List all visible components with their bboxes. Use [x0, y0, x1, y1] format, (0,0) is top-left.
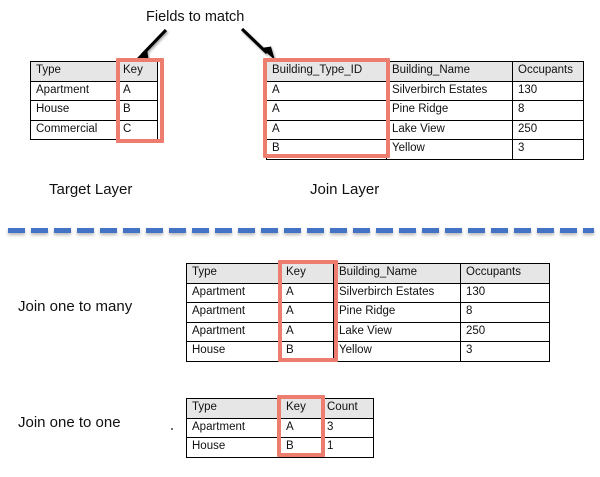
cell-key: A — [280, 321, 334, 342]
cell-building-name: Pine Ridge — [386, 100, 513, 121]
table-header-row: Type Key Count — [186, 398, 374, 419]
table-header-row: Building_Type_ID Building_Name Occupants — [266, 61, 584, 82]
table-row: A Pine Ridge 8 — [266, 100, 584, 121]
cell-building-type-id: B — [266, 139, 387, 160]
cell-occupants: 130 — [460, 282, 550, 303]
join-one-to-one-label: Join one to one — [18, 414, 121, 431]
column-header-occupants: Occupants — [460, 263, 550, 284]
table-row: A Silverbirch Estates 130 — [266, 80, 584, 101]
cell-key: A — [280, 302, 334, 323]
column-header-count: Count — [321, 398, 374, 419]
cell-building-type-id: A — [266, 80, 387, 101]
column-header-type: Type — [186, 398, 281, 419]
cell-occupants: 3 — [512, 139, 584, 160]
column-header-type: Type — [186, 263, 281, 284]
arrow-down-left-icon — [134, 28, 168, 61]
column-header-key: Key — [280, 398, 322, 419]
cell-type: House — [186, 437, 281, 458]
cell-occupants: 250 — [460, 321, 550, 342]
table-row: Commercial C — [30, 119, 158, 140]
cell-building-name: Lake View — [333, 321, 461, 342]
join-one-to-many-table: Type Key Building_Name Occupants Apartme… — [186, 263, 550, 362]
cell-type: Apartment — [186, 417, 281, 438]
cell-type: Apartment — [186, 282, 281, 303]
join-layer-caption: Join Layer — [310, 181, 380, 198]
column-header-building-name: Building_Name — [333, 263, 461, 284]
join-layer-table: Building_Type_ID Building_Name Occupants… — [266, 61, 584, 160]
cell-type: Apartment — [186, 321, 281, 342]
cell-occupants: 130 — [512, 80, 584, 101]
cell-key: A — [280, 417, 322, 438]
arrow-down-right-icon — [240, 27, 275, 60]
cell-building-name: Yellow — [386, 139, 513, 160]
column-header-building-type-id: Building_Type_ID — [266, 61, 387, 82]
cell-key: A — [280, 282, 334, 303]
table-row: Apartment A 3 — [186, 417, 374, 438]
stray-dot-mark — [171, 428, 173, 430]
table-header-row: Type Key — [30, 61, 158, 82]
column-header-occupants: Occupants — [512, 61, 584, 82]
cell-occupants: 8 — [512, 100, 584, 121]
table-row: A Lake View 250 — [266, 119, 584, 140]
cell-key: C — [117, 119, 158, 140]
cell-type: Apartment — [186, 302, 281, 323]
cell-type: House — [186, 341, 281, 362]
cell-type: House — [30, 100, 118, 121]
table-row: Apartment A Lake View 250 — [186, 321, 550, 342]
column-header-key: Key — [117, 61, 158, 82]
table-header-row: Type Key Building_Name Occupants — [186, 263, 550, 284]
cell-building-name: Silverbirch Estates — [333, 282, 461, 303]
table-row: Apartment A Pine Ridge 8 — [186, 302, 550, 323]
table-row: Apartment A — [30, 80, 158, 101]
cell-building-name: Yellow — [333, 341, 461, 362]
cell-building-name: Lake View — [386, 119, 513, 140]
table-row: House B — [30, 100, 158, 121]
cell-key: B — [280, 437, 322, 458]
cell-building-type-id: A — [266, 100, 387, 121]
cell-key: B — [280, 341, 334, 362]
cell-count: 3 — [321, 417, 374, 438]
join-one-to-many-label: Join one to many — [18, 298, 133, 315]
cell-building-type-id: A — [266, 119, 387, 140]
cell-occupants: 3 — [460, 341, 550, 362]
target-layer-table: Type Key Apartment A House B Commercial … — [30, 61, 158, 140]
cell-type: Apartment — [30, 80, 118, 101]
cell-key: A — [117, 80, 158, 101]
table-row: House B Yellow 3 — [186, 341, 550, 362]
cell-building-name: Silverbirch Estates — [386, 80, 513, 101]
dashed-divider-icon — [8, 228, 594, 233]
cell-type: Commercial — [30, 119, 118, 140]
fields-to-match-label: Fields to match — [146, 9, 245, 25]
column-header-key: Key — [280, 263, 334, 284]
join-one-to-one-table: Type Key Count Apartment A 3 House B 1 — [186, 398, 374, 458]
cell-count: 1 — [321, 437, 374, 458]
target-layer-caption: Target Layer — [49, 181, 133, 198]
cell-building-name: Pine Ridge — [333, 302, 461, 323]
table-row: House B 1 — [186, 437, 374, 458]
cell-key: B — [117, 100, 158, 121]
column-header-building-name: Building_Name — [386, 61, 513, 82]
cell-occupants: 8 — [460, 302, 550, 323]
table-row: B Yellow 3 — [266, 139, 584, 160]
cell-occupants: 250 — [512, 119, 584, 140]
column-header-type: Type — [30, 61, 118, 82]
table-row: Apartment A Silverbirch Estates 130 — [186, 282, 550, 303]
